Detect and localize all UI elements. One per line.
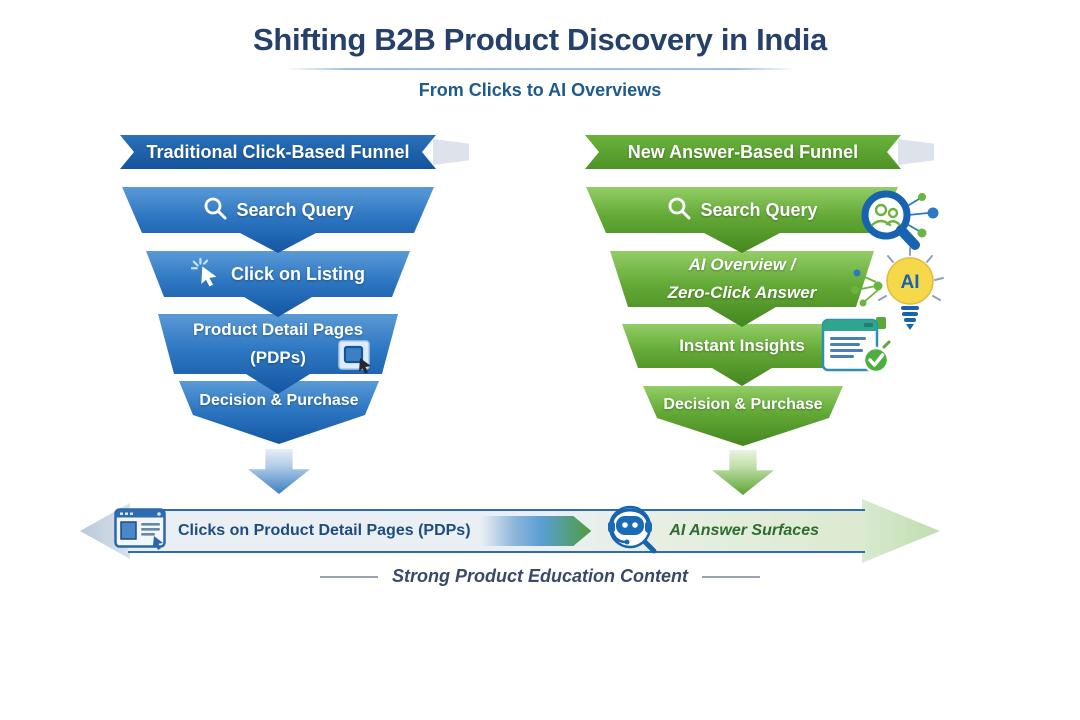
magnifier-icon: [202, 195, 228, 226]
caption-line-right: [701, 575, 760, 578]
ribbon-fold-left-funnel: [433, 139, 469, 165]
right-funnel-header-label: New Answer-Based Funnel: [627, 142, 859, 162]
browser-window-icon: [338, 340, 374, 379]
right-stage2-label-line2: Zero-Click Answer: [667, 283, 817, 302]
right-stage4-label: Decision & Purchase: [663, 396, 823, 413]
left-stage4-label: Decision & Purchase: [199, 392, 359, 409]
left-stage1-label: Search Query: [236, 199, 354, 220]
flow-gradient-arrow-icon: [481, 516, 592, 546]
flow-arrow-right-icon: [862, 499, 940, 563]
left-stage2-label: Click on Listing: [230, 263, 365, 284]
magnifier-people-icon: [852, 182, 948, 273]
ai-lightbulb-icon: AI: [848, 244, 954, 339]
left-funnel-header: Traditional Click-Based Funnel: [120, 135, 436, 169]
pdp-browser-icon: [114, 507, 168, 555]
left-stage-search-query: Search Query: [122, 187, 434, 253]
left-funnel-down-arrow-icon: [248, 449, 310, 494]
magnifier-icon: [666, 195, 692, 226]
ai-chatbot-icon: [603, 502, 661, 561]
right-stage1-label: Search Query: [700, 199, 818, 220]
footer-caption: Strong Product Education Content: [392, 566, 688, 586]
flow-left-label: Clicks on Product Detail Pages (PDPs): [178, 522, 471, 539]
right-stage3-label: Instant Insights: [679, 336, 805, 355]
page-subtitle: From Clicks to AI Overviews: [418, 80, 662, 100]
bottom-flow-bar: Clicks on Product Detail Pages (PDPs) AI…: [114, 505, 865, 553]
flow-right-label: AI Answer Surfaces: [669, 522, 819, 539]
right-stage-decision-purchase: Decision & Purchase: [643, 386, 843, 446]
caption-line-left: [320, 575, 378, 578]
ribbon-fold-right-funnel: [898, 139, 934, 165]
cursor-click-icon: [191, 256, 223, 293]
page-title: Shifting B2B Product Discovery in India: [253, 22, 827, 57]
ai-bulb-label: AI: [901, 272, 920, 293]
right-funnel-header: New Answer-Based Funnel: [585, 135, 901, 169]
left-stage3-label-line2: (PDPs): [250, 348, 306, 367]
title-divider: [286, 68, 796, 70]
left-stage3-label-line1: Product Detail Pages: [192, 319, 364, 339]
right-stage2-label-line1: AI Overview /: [688, 254, 796, 274]
document-check-icon: [820, 316, 894, 381]
right-funnel-down-arrow-icon: [712, 450, 774, 495]
left-stage-click-on-listing: Click on Listing: [146, 251, 410, 317]
left-funnel-header-label: Traditional Click-Based Funnel: [146, 142, 410, 162]
footer-caption-row: Strong Product Education Content: [0, 566, 1080, 587]
